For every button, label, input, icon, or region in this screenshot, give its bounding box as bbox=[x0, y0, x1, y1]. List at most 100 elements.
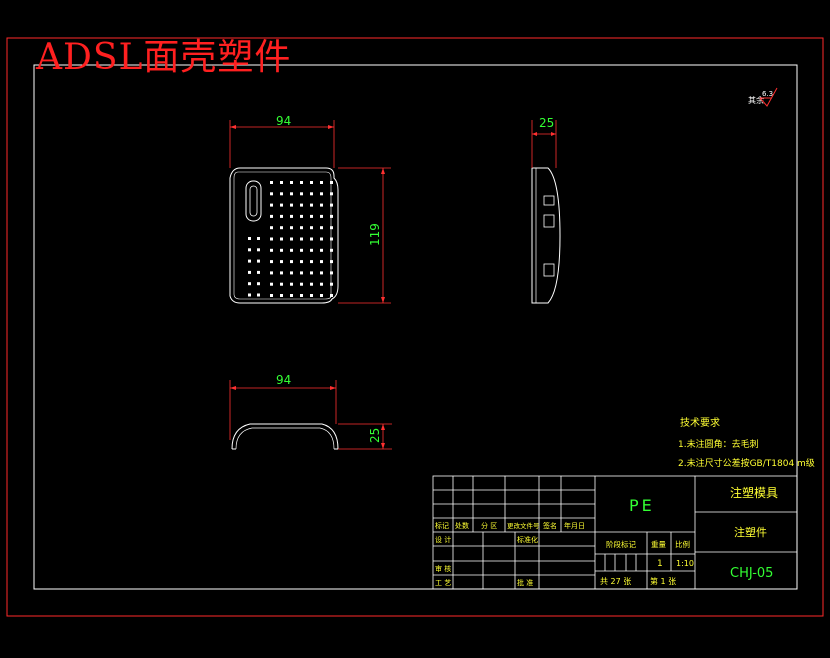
vent-hole bbox=[320, 237, 323, 241]
vent-hole bbox=[290, 237, 293, 241]
roughness-label: 其余 bbox=[748, 95, 764, 105]
role-design: 设 计 bbox=[435, 535, 451, 544]
vent-hole bbox=[280, 282, 283, 286]
vent-hole bbox=[330, 282, 333, 286]
front-view: 94 119 bbox=[229, 114, 391, 304]
sheet-total: 共 27 张 bbox=[600, 577, 631, 586]
vent-hole bbox=[300, 294, 303, 297]
title-block-text: 标记 处数 分 区 更改文件号 签名 年月日 设 计 标准化 审 核 工 艺 批… bbox=[435, 485, 778, 587]
vent-hole bbox=[280, 181, 283, 184]
vent-hole bbox=[300, 237, 303, 241]
vent-hole bbox=[330, 192, 333, 196]
vent-hole bbox=[330, 271, 333, 275]
vent-hole bbox=[270, 271, 273, 275]
rev-header-docno: 更改文件号 bbox=[507, 521, 540, 530]
vent-hole bbox=[330, 226, 333, 230]
scale-label: 比例 bbox=[675, 539, 690, 549]
role-standard: 标准化 bbox=[517, 535, 538, 544]
vent-hole bbox=[310, 282, 313, 286]
material-value: PE bbox=[629, 496, 655, 515]
vent-hole bbox=[248, 282, 251, 286]
vent-hole bbox=[280, 271, 283, 275]
rev-header-zone: 分 区 bbox=[481, 521, 497, 530]
rev-header-sign: 签名 bbox=[543, 521, 557, 530]
vent-hole bbox=[320, 181, 323, 184]
dim-side-width: 25 bbox=[539, 116, 554, 130]
scale-value: 1:10 bbox=[676, 559, 694, 568]
vent-hole bbox=[257, 270, 260, 274]
quantity-value: 1 bbox=[657, 559, 663, 569]
vent-hole bbox=[248, 237, 251, 240]
vent-hole bbox=[310, 203, 313, 207]
vent-hole bbox=[310, 271, 313, 275]
vent-hole bbox=[290, 260, 293, 264]
note-item-2: 2.未注尺寸公差按GB/T1804 m级 bbox=[678, 457, 815, 469]
vent-hole-grid bbox=[248, 181, 333, 297]
vent-hole bbox=[270, 203, 273, 207]
vent-hole bbox=[270, 192, 273, 196]
roughness-value: 6.3 bbox=[762, 90, 773, 98]
vent-hole bbox=[330, 260, 333, 264]
role-process: 工 艺 bbox=[435, 579, 451, 587]
vent-hole bbox=[248, 270, 251, 274]
vent-hole bbox=[310, 192, 313, 196]
rev-header-mark: 标记 bbox=[435, 521, 449, 530]
vent-hole bbox=[290, 181, 293, 184]
vent-hole bbox=[290, 214, 293, 218]
roughness-symbol: 其余 6.3 bbox=[748, 87, 778, 107]
vent-hole bbox=[270, 294, 273, 297]
vent-hole bbox=[330, 294, 333, 297]
vent-hole bbox=[300, 214, 303, 218]
vent-hole bbox=[320, 282, 323, 286]
vent-hole bbox=[270, 181, 273, 184]
vent-hole bbox=[290, 248, 293, 252]
vent-hole bbox=[330, 214, 333, 218]
note-item-1: 1.未注圆角：去毛刺 bbox=[678, 438, 759, 450]
vent-hole bbox=[280, 214, 283, 218]
vent-hole bbox=[330, 181, 333, 184]
stage-label: 阶段标记 bbox=[606, 539, 636, 549]
vent-hole bbox=[310, 237, 313, 241]
vent-hole bbox=[280, 203, 283, 207]
vent-hole bbox=[280, 226, 283, 230]
vent-hole bbox=[257, 293, 260, 297]
company-name: 注塑模具 bbox=[730, 485, 778, 500]
vent-hole bbox=[248, 248, 251, 252]
vent-hole bbox=[290, 282, 293, 286]
vent-hole bbox=[320, 203, 323, 207]
dim-front-width: 94 bbox=[276, 114, 291, 128]
title-block bbox=[432, 475, 798, 590]
vent-hole bbox=[300, 181, 303, 184]
vent-hole bbox=[320, 294, 323, 297]
part-name: 注塑件 bbox=[734, 525, 767, 539]
dim-front-height: 119 bbox=[368, 223, 382, 246]
vent-hole bbox=[290, 271, 293, 275]
vent-hole bbox=[300, 248, 303, 252]
notes-heading: 技术要求 bbox=[680, 416, 720, 429]
vent-hole bbox=[310, 294, 313, 297]
top-view: 94 25 bbox=[229, 373, 392, 450]
vent-hole bbox=[290, 203, 293, 207]
vent-hole bbox=[320, 226, 323, 230]
vent-hole bbox=[270, 260, 273, 264]
vent-hole bbox=[270, 226, 273, 230]
inner-border bbox=[33, 64, 798, 590]
vent-hole bbox=[300, 226, 303, 230]
vent-hole bbox=[310, 214, 313, 218]
vent-hole bbox=[257, 282, 260, 286]
vent-hole bbox=[300, 282, 303, 286]
vent-hole bbox=[320, 214, 323, 218]
vent-hole bbox=[248, 293, 251, 297]
vent-hole bbox=[320, 271, 323, 275]
vent-hole bbox=[310, 260, 313, 264]
vent-hole bbox=[300, 203, 303, 207]
vent-hole bbox=[330, 203, 333, 207]
outer-border bbox=[6, 37, 824, 617]
vent-hole bbox=[300, 192, 303, 196]
vent-hole bbox=[310, 248, 313, 252]
vent-hole bbox=[320, 192, 323, 196]
vent-hole bbox=[270, 214, 273, 218]
weight-label: 重量 bbox=[651, 540, 666, 549]
